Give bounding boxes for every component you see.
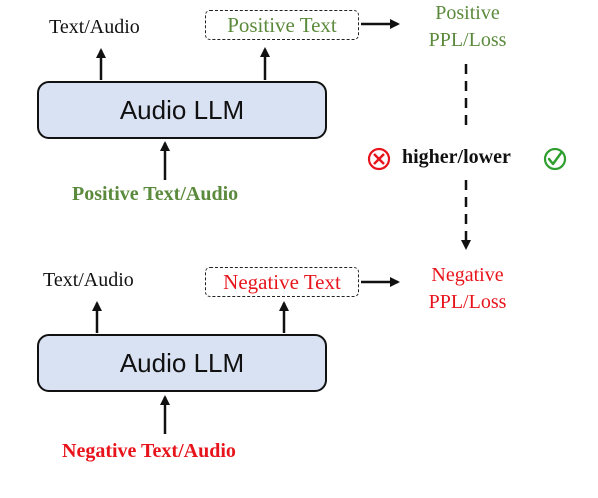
bottom-result-line2: PPL/Loss: [428, 291, 507, 313]
bottom-negative-text-box: Negative Text: [205, 267, 359, 297]
comparison-label: higher/lower: [402, 146, 511, 168]
top-output-label: Text/Audio: [49, 16, 140, 38]
top-input-label: Positive Text/Audio: [72, 183, 239, 205]
top-audio-llm-box: Audio LLM: [37, 81, 327, 139]
top-positive-text-box: Positive Text: [205, 10, 359, 40]
cross-circle-icon: [367, 147, 391, 171]
bottom-input-label: Negative Text/Audio: [62, 440, 236, 462]
bottom-output-label: Text/Audio: [43, 269, 134, 291]
top-result-line1: Positive: [435, 2, 500, 24]
bottom-audio-llm-box: Audio LLM: [37, 334, 327, 392]
top-result-label: Positive PPL/Loss: [405, 0, 530, 54]
check-circle-icon: [543, 147, 567, 171]
top-result-line2: PPL/Loss: [428, 29, 507, 51]
bottom-result-label: Negative PPL/Loss: [405, 262, 530, 316]
bottom-result-line1: Negative: [431, 264, 504, 286]
